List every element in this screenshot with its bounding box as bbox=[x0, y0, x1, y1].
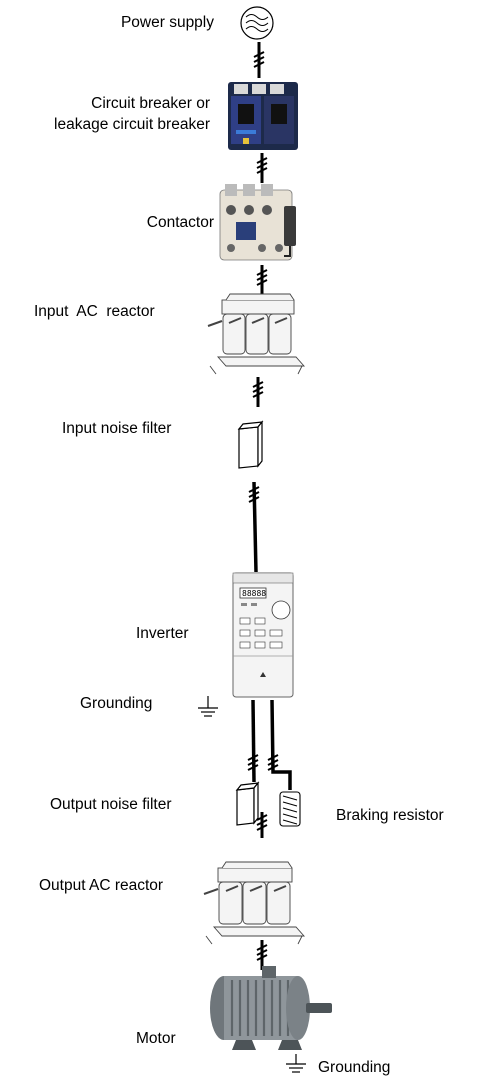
label-power-supply: Power supply bbox=[120, 14, 214, 31]
contactor-icon bbox=[219, 184, 296, 261]
wire-output-filter-to-reactor bbox=[256, 812, 268, 838]
wire-inverter-to-output-filter bbox=[247, 699, 259, 783]
ac-source-icon bbox=[240, 6, 274, 40]
label-output-ac-reactor: Output AC reactor bbox=[39, 877, 164, 894]
ac-reactor-icon bbox=[207, 293, 306, 375]
braking-resistor-icon bbox=[279, 791, 301, 827]
label-circuit-breaker-line2: leakage circuit breaker bbox=[54, 116, 210, 133]
label-contactor: Contactor bbox=[146, 214, 214, 231]
wire-reactor-to-filter bbox=[252, 377, 264, 407]
inverter-icon: 88888 bbox=[232, 572, 294, 698]
label-output-noise-filter: Output noise filter bbox=[50, 796, 172, 813]
ground-icon bbox=[198, 696, 218, 717]
label-circuit-breaker-line1: Circuit breaker or bbox=[91, 95, 210, 112]
label-grounding-inverter: Grounding bbox=[80, 695, 153, 712]
motor-icon bbox=[210, 966, 332, 1050]
label-grounding-motor: Grounding bbox=[318, 1059, 391, 1076]
wire-filter-to-inverter bbox=[248, 481, 260, 573]
wire-power-to-breaker bbox=[253, 42, 265, 78]
wire-contactor-to-reactor bbox=[256, 265, 268, 295]
label-input-noise-filter: Input noise filter bbox=[62, 420, 172, 437]
output-noise-filter-icon bbox=[235, 781, 260, 826]
wire-breaker-to-contactor bbox=[256, 153, 268, 183]
wire-reactor-to-motor bbox=[256, 940, 268, 970]
label-motor: Motor bbox=[136, 1030, 176, 1047]
svg-text:88888: 88888 bbox=[242, 589, 266, 598]
motor-ground-icon bbox=[286, 1054, 306, 1073]
output-ac-reactor-icon bbox=[203, 861, 306, 945]
wire-inverter-to-braking-resistor bbox=[267, 699, 292, 790]
label-braking-resistor: Braking resistor bbox=[336, 807, 444, 824]
noise-filter-icon bbox=[237, 420, 264, 469]
circuit-breaker-icon bbox=[228, 82, 298, 150]
label-inverter: Inverter bbox=[136, 625, 189, 642]
label-input-ac-reactor: Input AC reactor bbox=[34, 303, 155, 320]
